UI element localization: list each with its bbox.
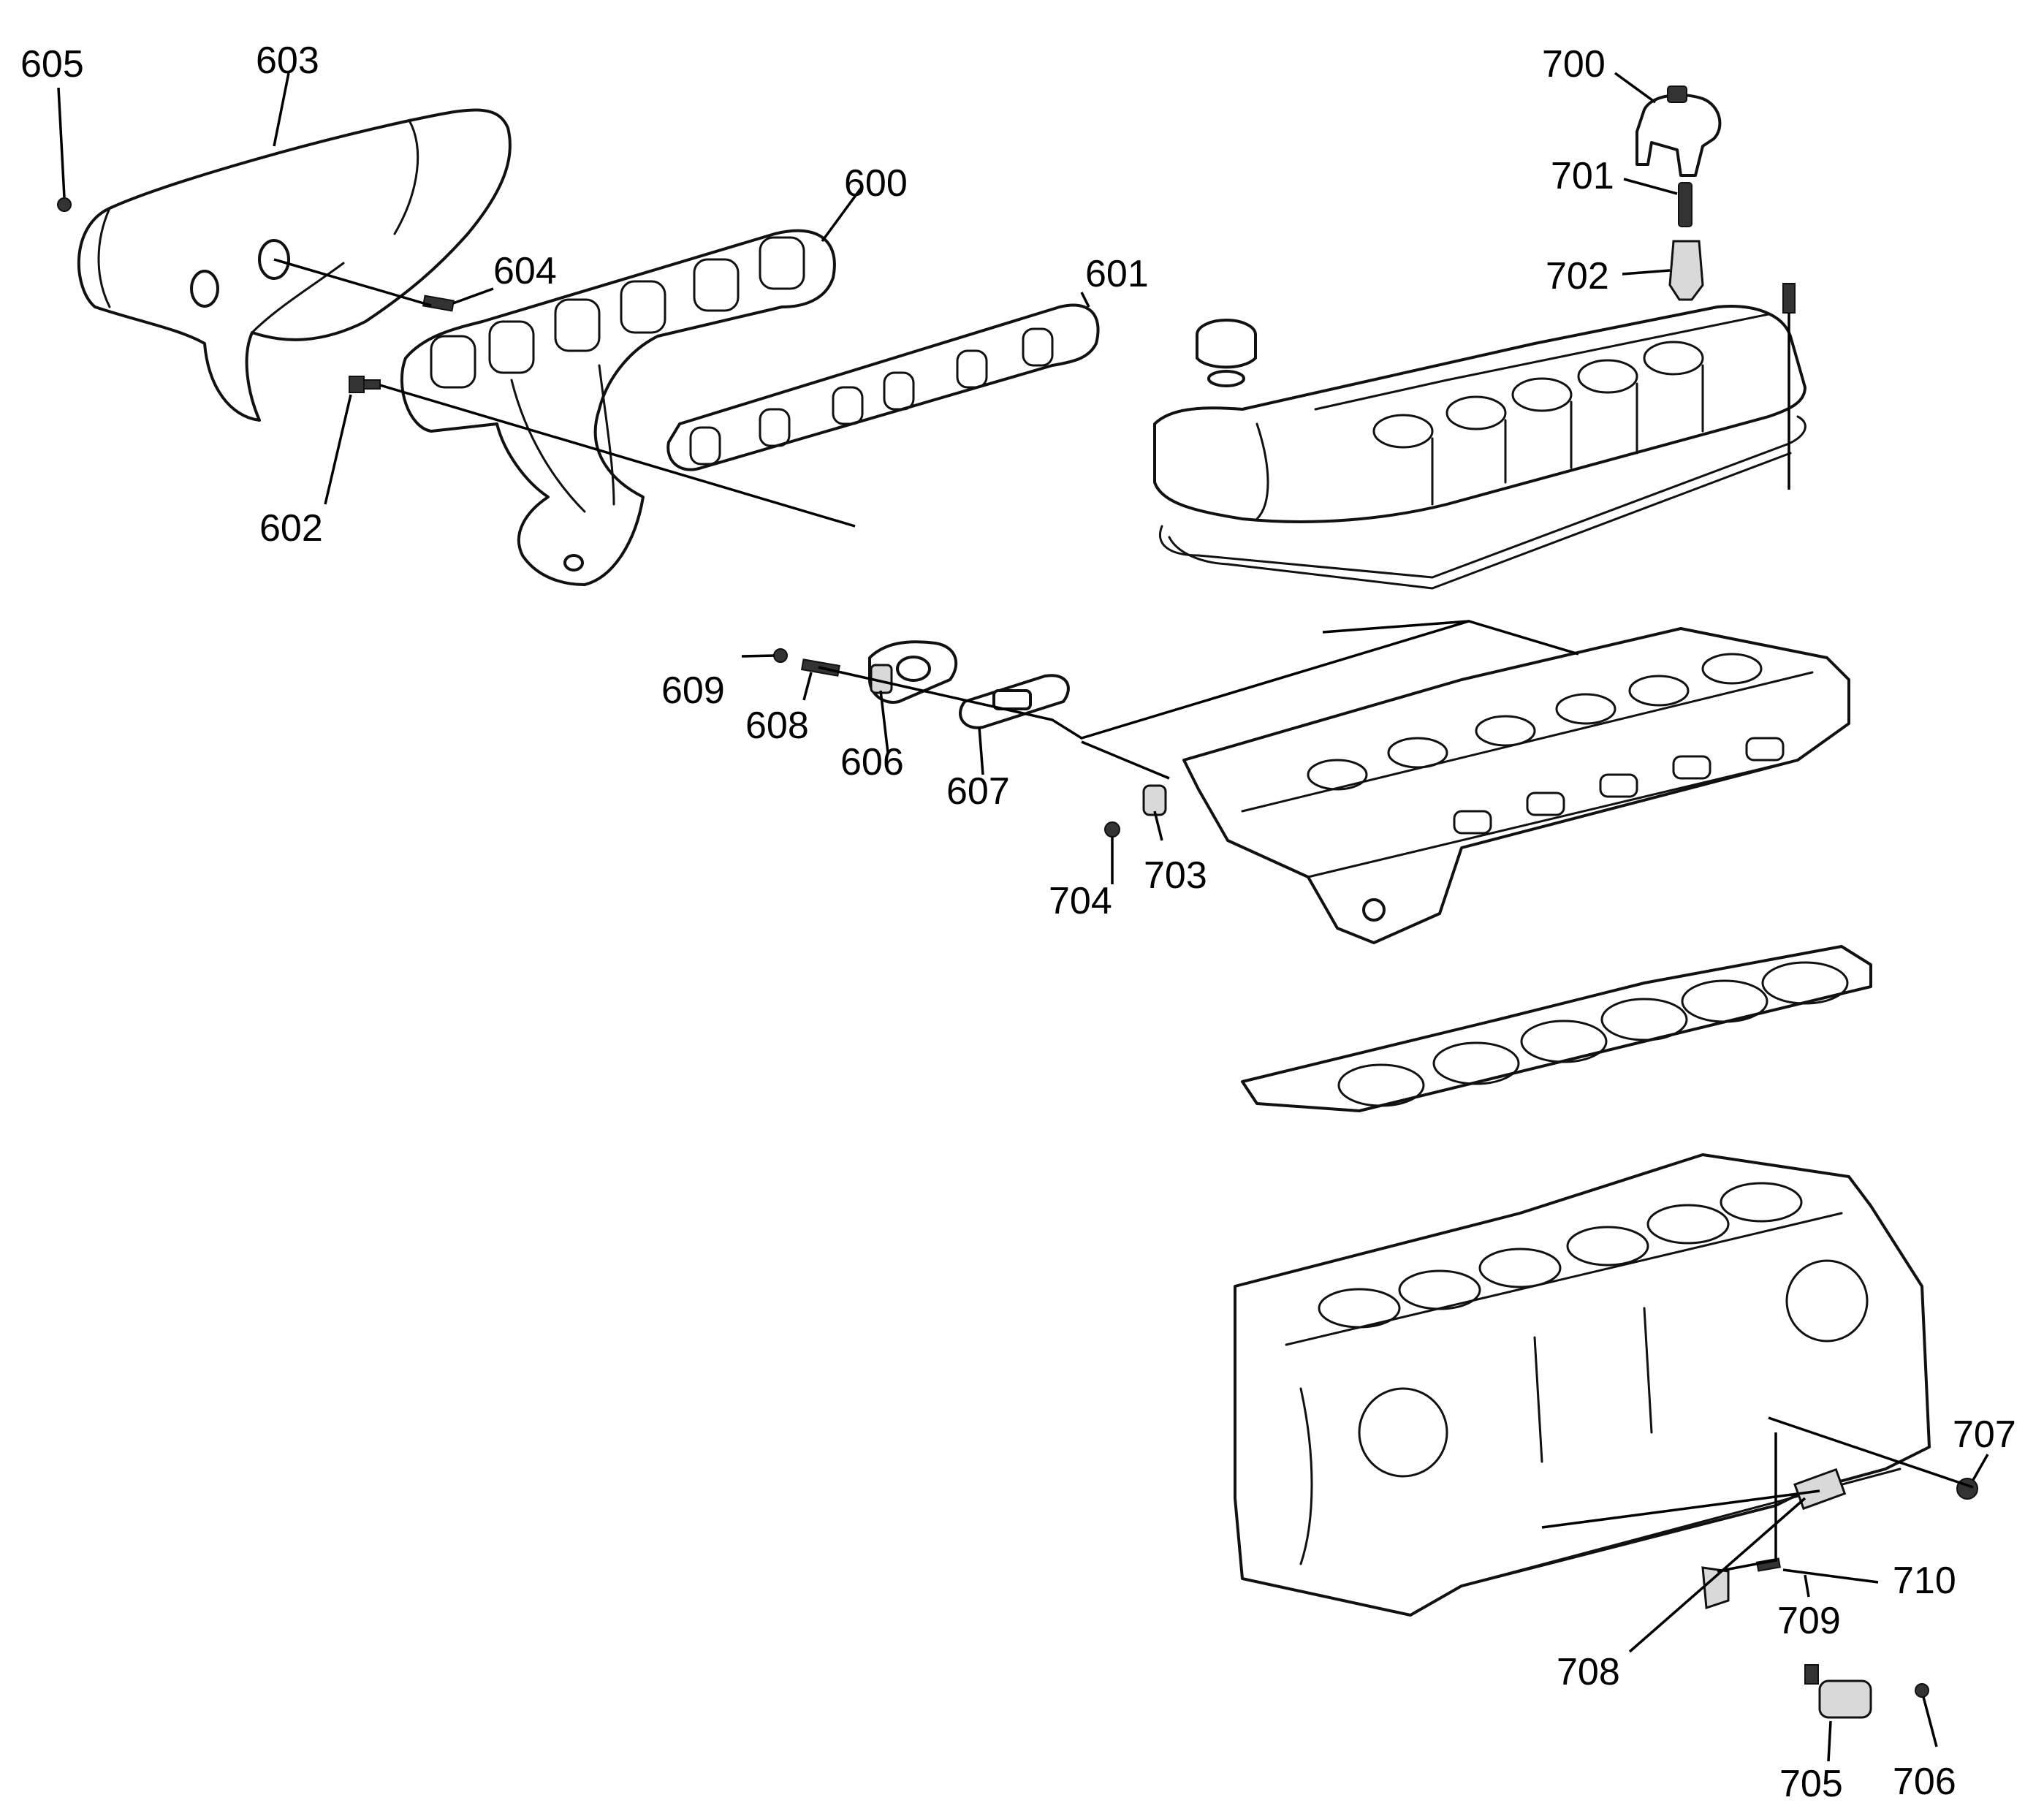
assembly-line-egr [818,620,1579,740]
exhaust-manifold-gasket [666,303,1100,471]
callout-603: 603 [256,39,319,82]
ignition-coil [1635,86,1722,177]
egr-nut [773,648,788,663]
heat-shield-nut [57,197,72,212]
oil-fill-cap [1196,319,1257,387]
callout-leaders [57,72,1989,1762]
callout-605: 605 [20,43,84,86]
crankshaft-position-sensor [1701,1566,1730,1610]
assembly-line-head [1081,740,1170,780]
callout-706: 706 [1893,1761,1956,1803]
cylinder-head [1182,627,1850,944]
callout-604: 604 [493,250,557,292]
callout-709: 709 [1777,1600,1841,1642]
egr-fitting [868,640,958,704]
solenoid-bolt [1915,1683,1929,1698]
callout-710: 710 [1893,1560,1956,1602]
camshaft-cover [1153,305,1806,523]
callout-600: 600 [844,162,908,205]
callout-707: 707 [1953,1413,2016,1456]
coolant-temp-sensor [1142,784,1167,816]
manifold-stud [422,295,455,312]
callout-700: 700 [1542,43,1606,86]
cylinder-head-gasket [1241,945,1872,1112]
callout-601: 601 [1085,253,1149,295]
ignition-coil-boot [1668,240,1704,301]
assembly-line-bolt [379,384,856,528]
callout-608: 608 [745,705,809,747]
callout-606: 606 [840,741,904,783]
callout-704: 704 [1049,880,1112,922]
camshaft-cover-bolt [1782,283,1796,490]
callout-702: 702 [1546,255,1609,297]
manifold-bolt [349,376,381,393]
assembly-line-crank [1768,1416,1974,1489]
callout-708: 708 [1557,1651,1620,1693]
assembly-line-knock [1541,1489,1820,1529]
exhaust-manifold [400,229,836,586]
callout-701: 701 [1551,155,1614,197]
camshaft-actuator-solenoid [1804,1664,1872,1719]
engine-block [1234,1153,1931,1617]
callout-609: 609 [661,669,725,712]
callout-703: 703 [1144,854,1207,897]
assembly-line-sensor [1717,1432,1777,1573]
callout-607: 607 [946,770,1010,813]
ignition-coil-spring [1678,182,1692,227]
assembly-line-cover [1322,620,1470,634]
sensor-bolt [1104,821,1120,838]
callout-602: 602 [259,507,323,550]
egr-gasket [959,674,1070,729]
camshaft-cover-gasket [1159,415,1806,590]
callout-705: 705 [1779,1763,1843,1805]
assembly-line-shield [273,258,432,307]
